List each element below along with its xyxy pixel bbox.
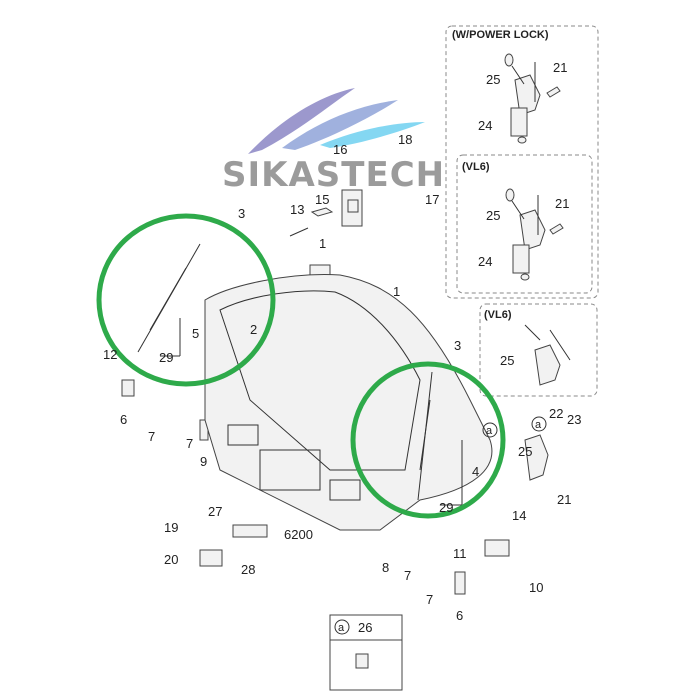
callout-label: 19	[164, 520, 178, 535]
callout-label: 21	[557, 492, 571, 507]
callout-label: 26	[358, 620, 372, 635]
callout-label: 6200	[284, 527, 313, 542]
callout-marker-a: a	[535, 419, 542, 431]
callout-label: 3	[454, 338, 461, 353]
callout-label: 22	[549, 406, 563, 421]
callout-label: 24	[478, 118, 492, 133]
callout-label: 25	[518, 444, 532, 459]
callout-label: 29	[439, 500, 453, 515]
callout-label: 21	[555, 196, 569, 211]
callout-label: 6	[120, 412, 127, 427]
latch-parts	[121, 53, 571, 669]
callout-label: 29	[159, 350, 173, 365]
inset-vl6-b-box	[479, 303, 598, 397]
callout-label: 28	[241, 562, 255, 577]
callout-label: 7	[426, 592, 433, 607]
callout-label: 17	[425, 192, 439, 207]
callout-label: 15	[315, 192, 329, 207]
logo-text: SIKASTECH	[222, 155, 445, 195]
callout-label: 4	[472, 464, 479, 479]
callout-label: 12	[103, 347, 117, 362]
inset-title-vl6-b: (VL6)	[484, 309, 512, 321]
callout-label: 11	[453, 546, 467, 561]
callout-label: 3	[238, 206, 245, 221]
highlight-circle-right-strut	[350, 361, 506, 519]
callout-label: 2	[250, 322, 257, 337]
callout-label: 27	[208, 504, 222, 519]
callout-marker-a: a	[486, 425, 493, 437]
gas-strut-left	[137, 243, 201, 353]
inset-title-vl6: (VL6)	[462, 161, 490, 173]
callout-label: 18	[398, 132, 412, 147]
callout-label: 5	[192, 326, 199, 341]
tailgate-panel	[204, 274, 493, 531]
callout-label: 13	[290, 202, 304, 217]
callout-label: 20	[164, 552, 178, 567]
callout-label: 23	[567, 412, 581, 427]
inset-vl6-box	[456, 154, 593, 294]
callout-label: 8	[382, 560, 389, 575]
callout-label: 1	[393, 284, 400, 299]
logo-mark	[248, 88, 425, 154]
callout-label: 25	[486, 208, 500, 223]
callouts: 18 16 15 17 13 3 1 1 2 5 29 12 6 7 7 9 3…	[103, 132, 581, 623]
callout-label: 21	[553, 60, 567, 75]
callout-label: 7	[404, 568, 411, 583]
callout-label: 25	[486, 72, 500, 87]
callout-label: 9	[200, 454, 207, 469]
callout-label: 6	[456, 608, 463, 623]
inset-title-power-lock: (W/POWER LOCK)	[452, 29, 549, 41]
inset-power-lock-box	[445, 25, 599, 299]
callout-label: 7	[148, 429, 155, 444]
detail-marker: a	[338, 622, 345, 634]
callout-label: 14	[512, 508, 526, 523]
callout-label: 7	[186, 436, 193, 451]
callout-label: 16	[333, 142, 347, 157]
callout-label: 1	[319, 236, 326, 251]
detail-a-box	[329, 614, 403, 691]
highlight-circle-left-strut	[96, 213, 276, 387]
callout-label: 24	[478, 254, 492, 269]
callout-label: 10	[529, 580, 543, 595]
gas-strut-right	[417, 371, 433, 501]
callout-label: 25	[500, 353, 514, 368]
